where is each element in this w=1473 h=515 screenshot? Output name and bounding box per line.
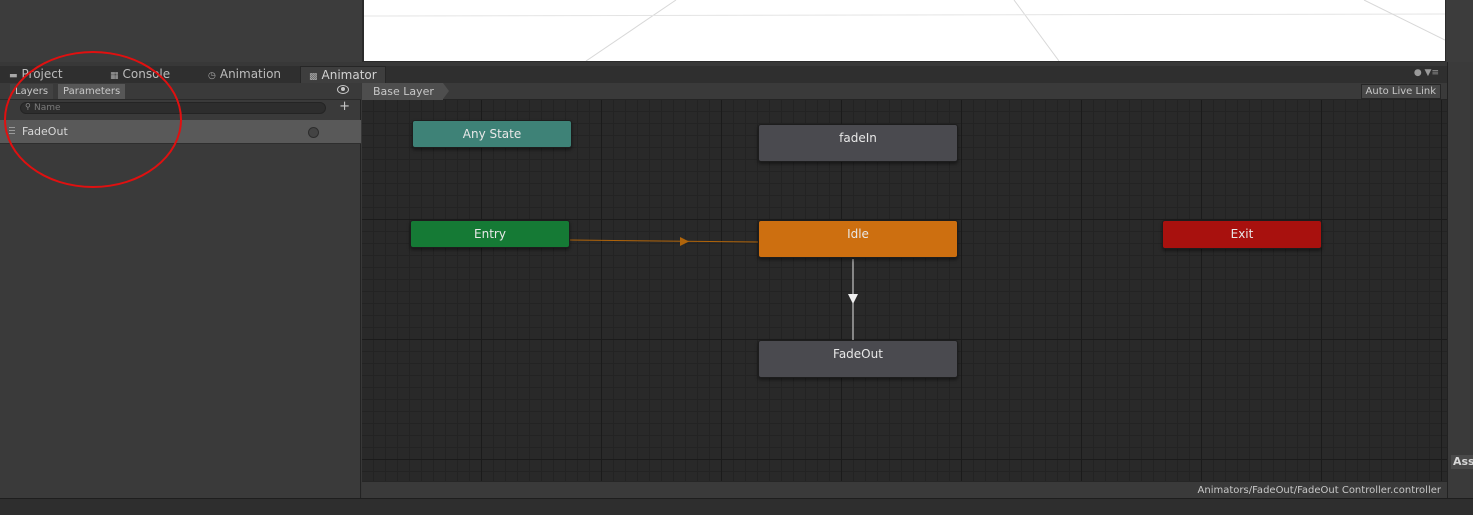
scene-view[interactable] (364, 0, 1445, 61)
exit-node[interactable]: Exit (1162, 220, 1322, 249)
graph-header: Base Layer Auto Live Link (362, 83, 1447, 100)
annotation-circle (4, 51, 182, 188)
add-parameter-button[interactable]: + (339, 99, 350, 114)
trigger-toggle[interactable] (308, 127, 319, 138)
side-panel-label[interactable]: Ass (1451, 455, 1473, 469)
path-bar: Animators/FadeOut/FadeOut Controller.con… (362, 481, 1447, 498)
tab-menu-icon[interactable]: ● ▼≡ (1413, 68, 1439, 78)
tab-label: Animation (219, 67, 282, 81)
inspector-edge (1447, 62, 1473, 498)
entry-node[interactable]: Entry (410, 220, 570, 248)
breadcrumb[interactable]: Base Layer (362, 83, 449, 100)
transition-entry-idle (569, 239, 759, 243)
inspector-strip (1446, 0, 1473, 62)
tab-animator[interactable]: ▩Animator (300, 66, 386, 83)
any-state-node[interactable]: Any State (412, 120, 572, 148)
transition-arrow-entry-idle (680, 237, 689, 246)
window-tab-bar: ▬Project ▦Console ◷Animation ▩Animator ●… (0, 66, 1447, 83)
tab-animation[interactable]: ◷Animation (208, 66, 281, 83)
animation-clock-icon: ◷ (208, 71, 216, 81)
auto-live-link-button[interactable]: Auto Live Link (1360, 84, 1441, 99)
status-bar (0, 498, 1473, 515)
hierarchy-pane (0, 0, 362, 62)
fadeout-state-node[interactable]: FadeOut (758, 340, 958, 378)
idle-state-node[interactable]: Idle (758, 220, 958, 258)
animator-icon: ▩ (309, 72, 318, 82)
folder-icon: ▬ (9, 71, 18, 81)
transition-lines (569, 237, 858, 340)
eye-icon[interactable] (337, 85, 349, 94)
scene-grid-lines (364, 0, 1445, 61)
fadein-state-node[interactable]: fadeIn (758, 124, 958, 162)
transition-arrow-idle-fadeout (848, 294, 858, 304)
tab-label: Animator (321, 68, 377, 82)
state-machine-graph[interactable]: Base Layer Auto Live Link Any State fade… (362, 83, 1447, 481)
controller-path: Animators/FadeOut/FadeOut Controller.con… (1197, 485, 1441, 496)
